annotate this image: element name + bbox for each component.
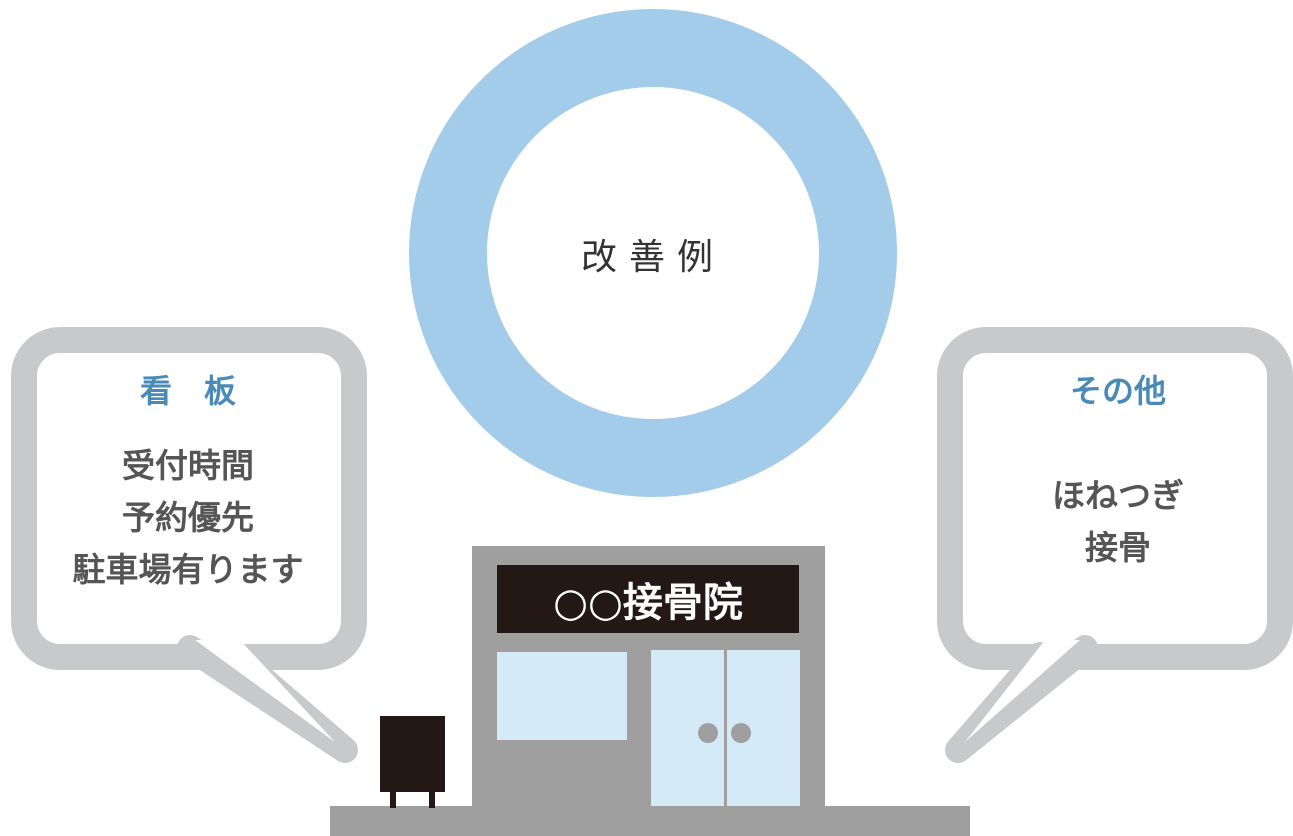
right-bubble-lines: ほねつぎ 接骨	[968, 470, 1268, 574]
right-bubble-title: その他	[1069, 372, 1166, 410]
left-bubble-lines: 受付時間 予約優先 駐車場有ります	[38, 440, 338, 596]
clinic-sign-text: ○○接骨院	[553, 580, 743, 626]
door-handle-icon	[698, 723, 718, 743]
right-speech-bubble	[937, 327, 1293, 763]
sign-board-icon	[380, 716, 445, 808]
left-bubble-line: 受付時間	[122, 446, 254, 485]
right-bubble-line: 接骨	[1085, 528, 1151, 567]
left-speech-bubble	[11, 327, 367, 763]
left-bubble-line: 駐車場有ります	[72, 550, 304, 589]
building-window	[497, 652, 627, 740]
left-bubble-line: 予約優先	[122, 498, 254, 537]
right-bubble-line: ほねつぎ	[1052, 476, 1184, 515]
door-handle-icon	[731, 723, 751, 743]
clinic-signboard	[497, 565, 799, 633]
center-label: 改善例	[580, 237, 725, 278]
clinic-building	[472, 546, 825, 808]
ground	[330, 806, 970, 836]
building-door	[651, 650, 800, 806]
left-bubble-title: 看 板	[139, 372, 236, 410]
improvement-ring	[409, 9, 897, 497]
